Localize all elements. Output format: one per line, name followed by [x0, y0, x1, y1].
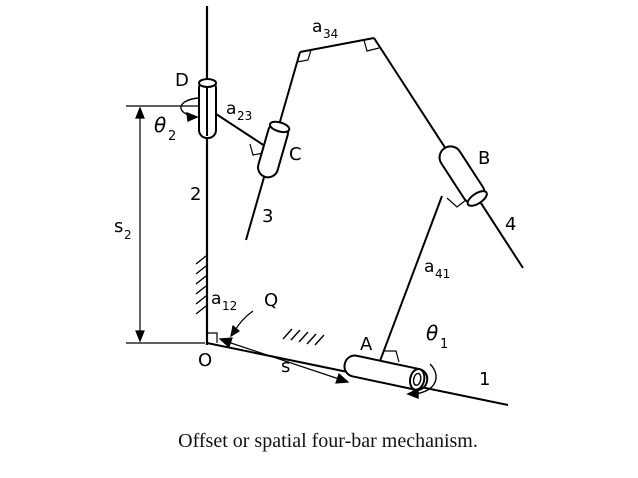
label-link-4: 4	[505, 214, 516, 235]
label-link-3: 3	[262, 206, 273, 227]
label-theta2: θ	[154, 113, 166, 137]
label-a12-sub: 12	[222, 299, 237, 313]
right-angle-top-left	[296, 49, 312, 63]
cylinder-C	[257, 120, 291, 179]
label-theta2-sub: 2	[168, 129, 176, 144]
cylinder-B	[438, 145, 488, 207]
cylinder-A	[343, 354, 429, 391]
label-C: C	[289, 144, 302, 165]
ground-hatch-vertical	[195, 255, 207, 315]
ground-hatch-axis-1	[282, 328, 325, 346]
label-a34: a	[312, 17, 322, 37]
right-angle-top-right	[363, 39, 380, 52]
label-O: O	[198, 350, 212, 371]
label-s2: s	[114, 216, 123, 237]
label-B: B	[478, 148, 490, 169]
cylinder-D	[198, 78, 217, 139]
label-a34-sub: 34	[323, 27, 338, 41]
a41-link	[379, 195, 443, 362]
figure-caption: Offset or spatial four-bar mechanism.	[178, 430, 478, 452]
a34-link	[299, 37, 375, 53]
a12-marker	[230, 310, 254, 338]
label-theta1-sub: 1	[440, 337, 448, 352]
label-a41-sub: 41	[435, 267, 450, 281]
label-link-2: 2	[190, 184, 201, 205]
right-angle-C	[249, 143, 264, 156]
label-s2-sub: 2	[124, 228, 132, 242]
right-angle-A	[384, 350, 400, 363]
label-s: s	[281, 356, 290, 377]
label-a12: a	[211, 289, 221, 309]
theta1-arrow	[406, 363, 437, 400]
label-a41: a	[424, 257, 434, 277]
label-A: A	[360, 334, 373, 355]
s-dimension	[218, 337, 350, 384]
right-angle-B	[446, 197, 467, 208]
right-angle-O	[207, 332, 218, 343]
label-a23: a	[226, 99, 236, 119]
s2-dimension	[126, 105, 205, 344]
a23-link	[209, 109, 272, 151]
label-D: D	[175, 70, 189, 91]
theta2-arrow	[180, 97, 199, 123]
label-link-1: 1	[479, 369, 490, 390]
label-Q: Q	[264, 290, 278, 311]
label-theta1: θ	[426, 321, 438, 345]
label-a23-sub: 23	[237, 109, 252, 123]
